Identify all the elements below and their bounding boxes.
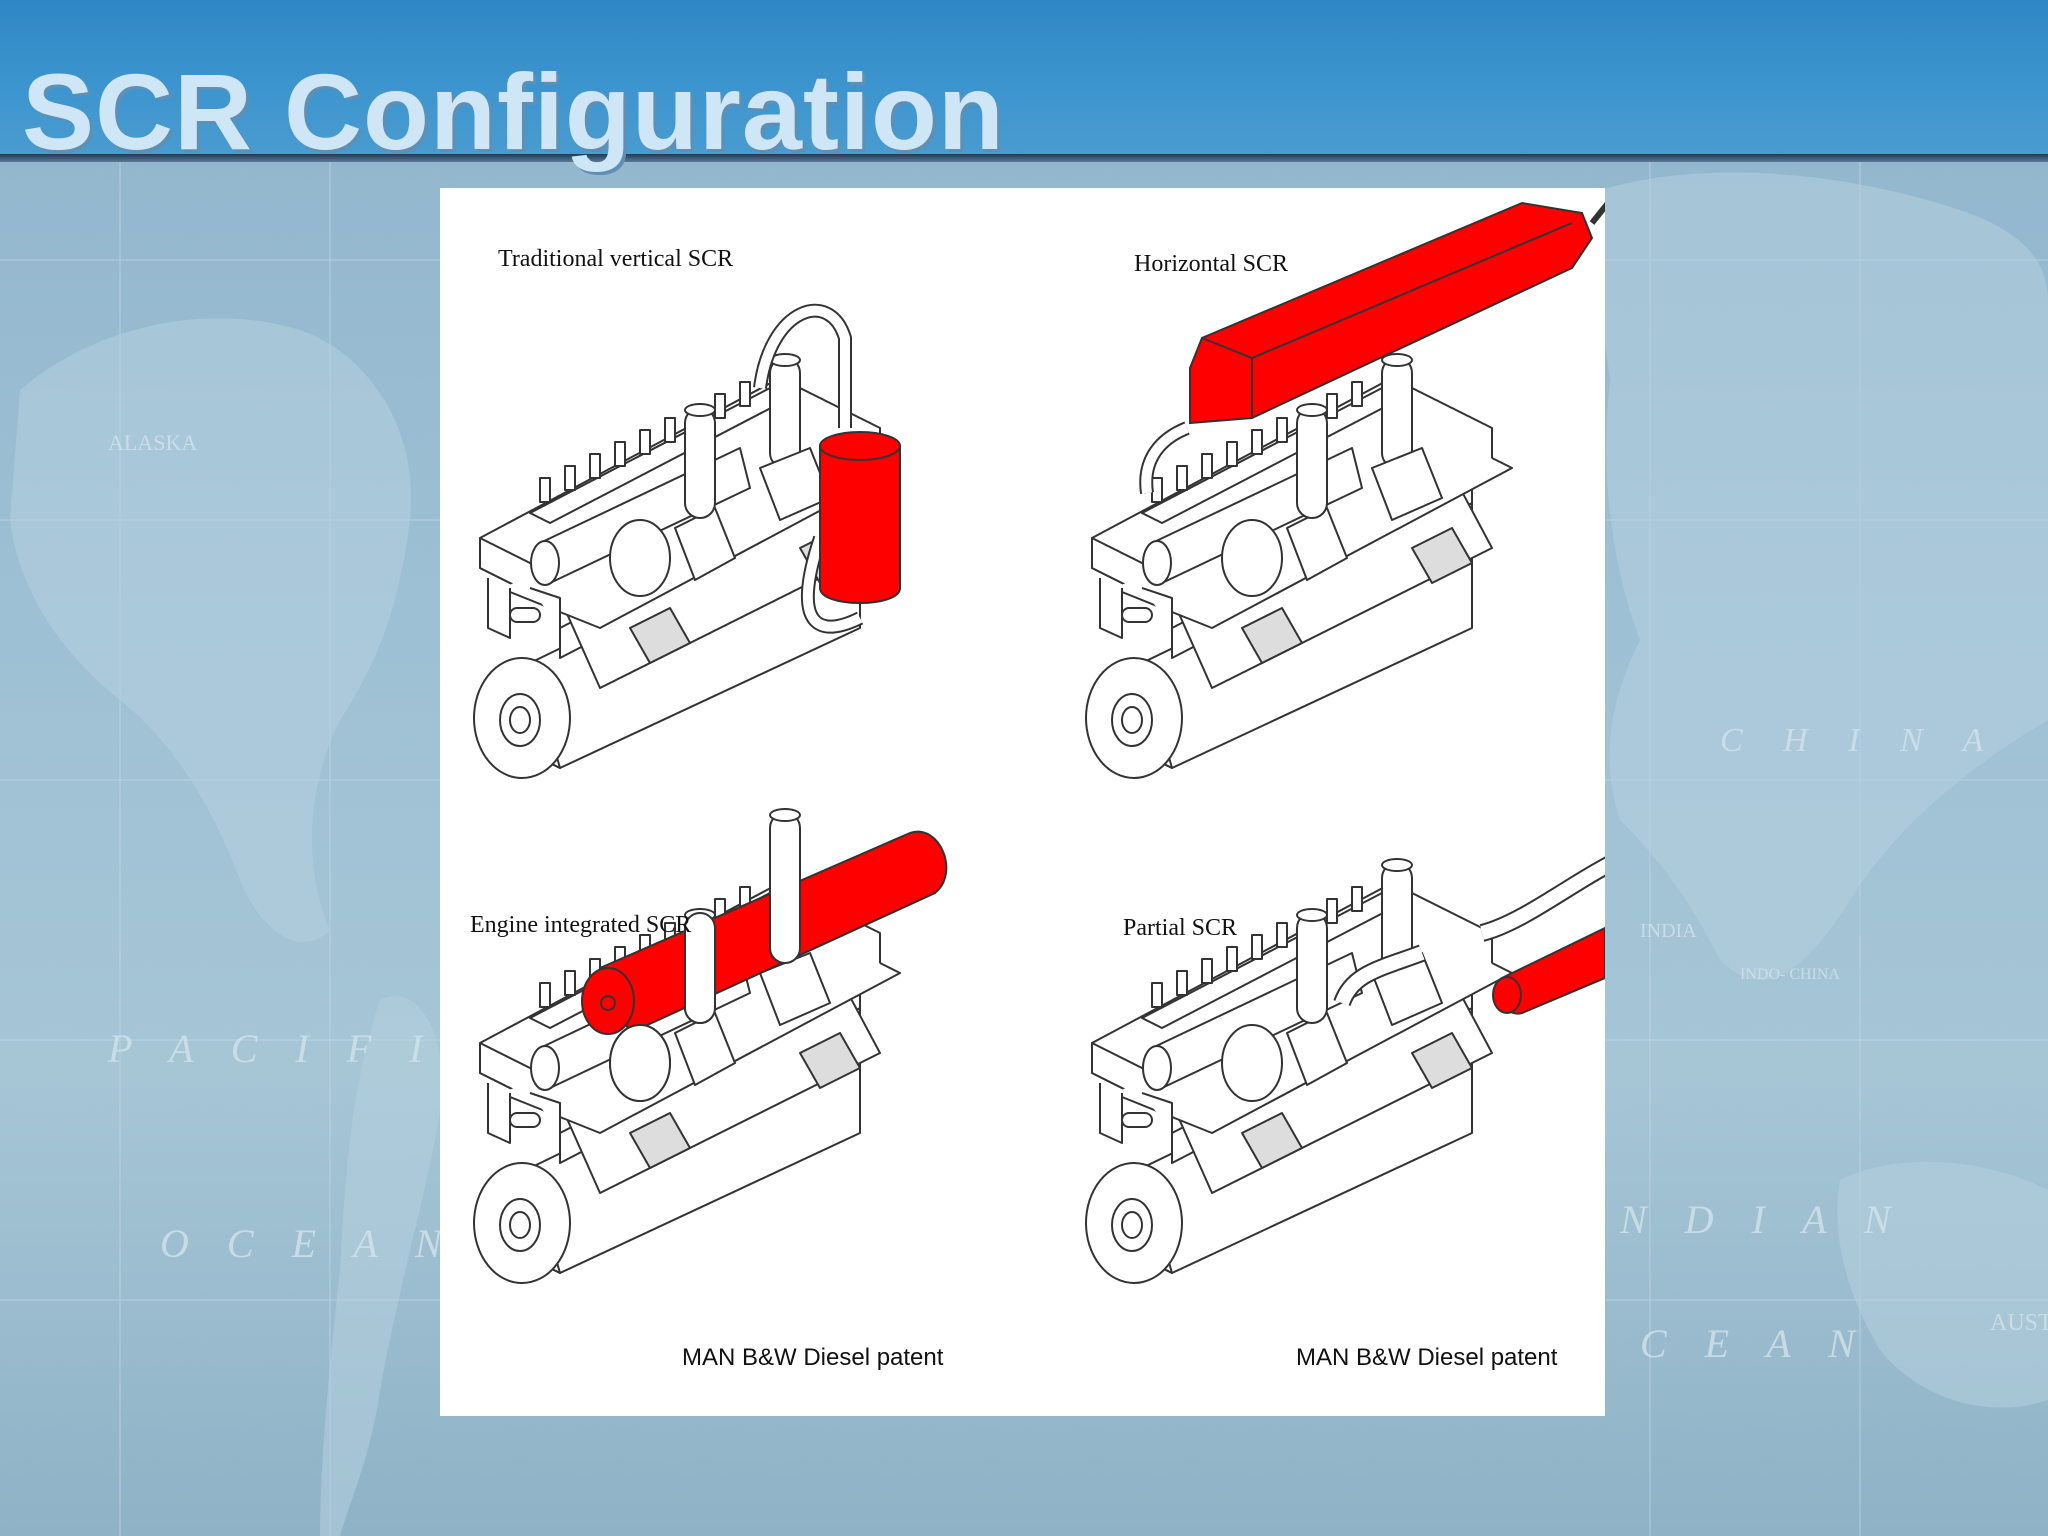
scr-reactor-vertical <box>819 445 901 604</box>
diagram-horizontal-scr <box>1085 201 1605 779</box>
map-label-ocean-left: O C E A N <box>160 1221 456 1266</box>
map-label-austr: AUSTR <box>1990 1310 2048 1336</box>
scr-configuration-figure: Traditional vertical SCR Horizontal SCR … <box>440 188 1605 1416</box>
slide-title: SCR Configuration <box>22 51 1005 172</box>
patent-note-left: MAN B&W Diesel patent <box>682 1344 944 1371</box>
patent-note-right: MAN B&W Diesel patent <box>1296 1344 1558 1371</box>
caption-horizontal-scr: Horizontal SCR <box>1134 251 1288 277</box>
map-label-india: INDIA <box>1640 920 1697 942</box>
map-label-ocean-right: C E A N <box>1640 1321 1869 1366</box>
map-label-china: C H I N A <box>1720 722 2000 759</box>
map-label-indian: N D I A N <box>1620 1197 1905 1242</box>
title-bar <box>0 0 2048 160</box>
title-underline <box>0 154 2048 162</box>
caption-traditional-vertical-scr: Traditional vertical SCR <box>498 246 734 272</box>
map-label-alaska: ALASKA <box>108 430 198 455</box>
diagram-partial-scr <box>1085 856 1605 1284</box>
diagram-traditional-vertical-scr <box>473 303 901 779</box>
caption-partial-scr: Partial SCR <box>1123 915 1238 941</box>
diagram-engine-integrated-scr <box>473 808 948 1284</box>
map-label-indo-china: INDO- CHINA <box>1740 966 1840 983</box>
map-label-pacific: P A C I F I <box>108 1026 437 1071</box>
caption-engine-integrated-scr: Engine integrated SCR <box>470 912 692 938</box>
